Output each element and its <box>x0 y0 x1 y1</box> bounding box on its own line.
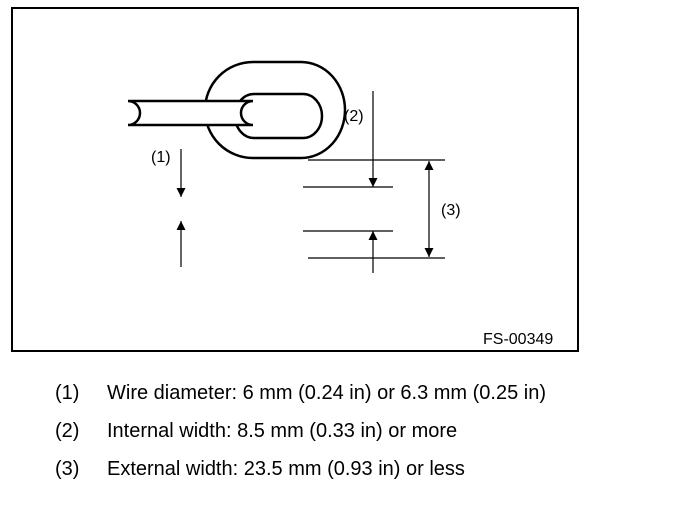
outer-link-ring <box>203 60 347 160</box>
legend: (1) Wire diameter: 6 mm (0.24 in) or 6.3… <box>55 381 546 495</box>
legend-item: (2) Internal width: 8.5 mm (0.33 in) or … <box>55 419 546 457</box>
legend-number: (3) <box>55 458 80 480</box>
callout-2: (2) <box>344 108 364 125</box>
callout-1: (1) <box>151 149 171 166</box>
legend-number: (1) <box>55 382 80 404</box>
chain-link-diagram: (1) (2) (3) FS-00349 <box>127 60 553 348</box>
legend-number: (2) <box>55 420 80 442</box>
legend-text: Wire diameter: 6 mm (0.24 in) or 6.3 mm … <box>107 382 547 404</box>
legend-text: External width: 23.5 mm (0.93 in) or les… <box>107 458 465 480</box>
legend-item: (1) Wire diameter: 6 mm (0.24 in) or 6.3… <box>55 381 546 419</box>
chain-link-figure: (1) (2) (3) FS-00349 <box>11 7 579 352</box>
figure-id: FS-00349 <box>483 331 553 348</box>
side-link <box>127 99 254 127</box>
legend-text: Internal width: 8.5 mm (0.33 in) or more <box>107 420 458 442</box>
legend-item: (3) External width: 23.5 mm (0.93 in) or… <box>55 457 546 495</box>
callout-3: (3) <box>441 202 461 219</box>
